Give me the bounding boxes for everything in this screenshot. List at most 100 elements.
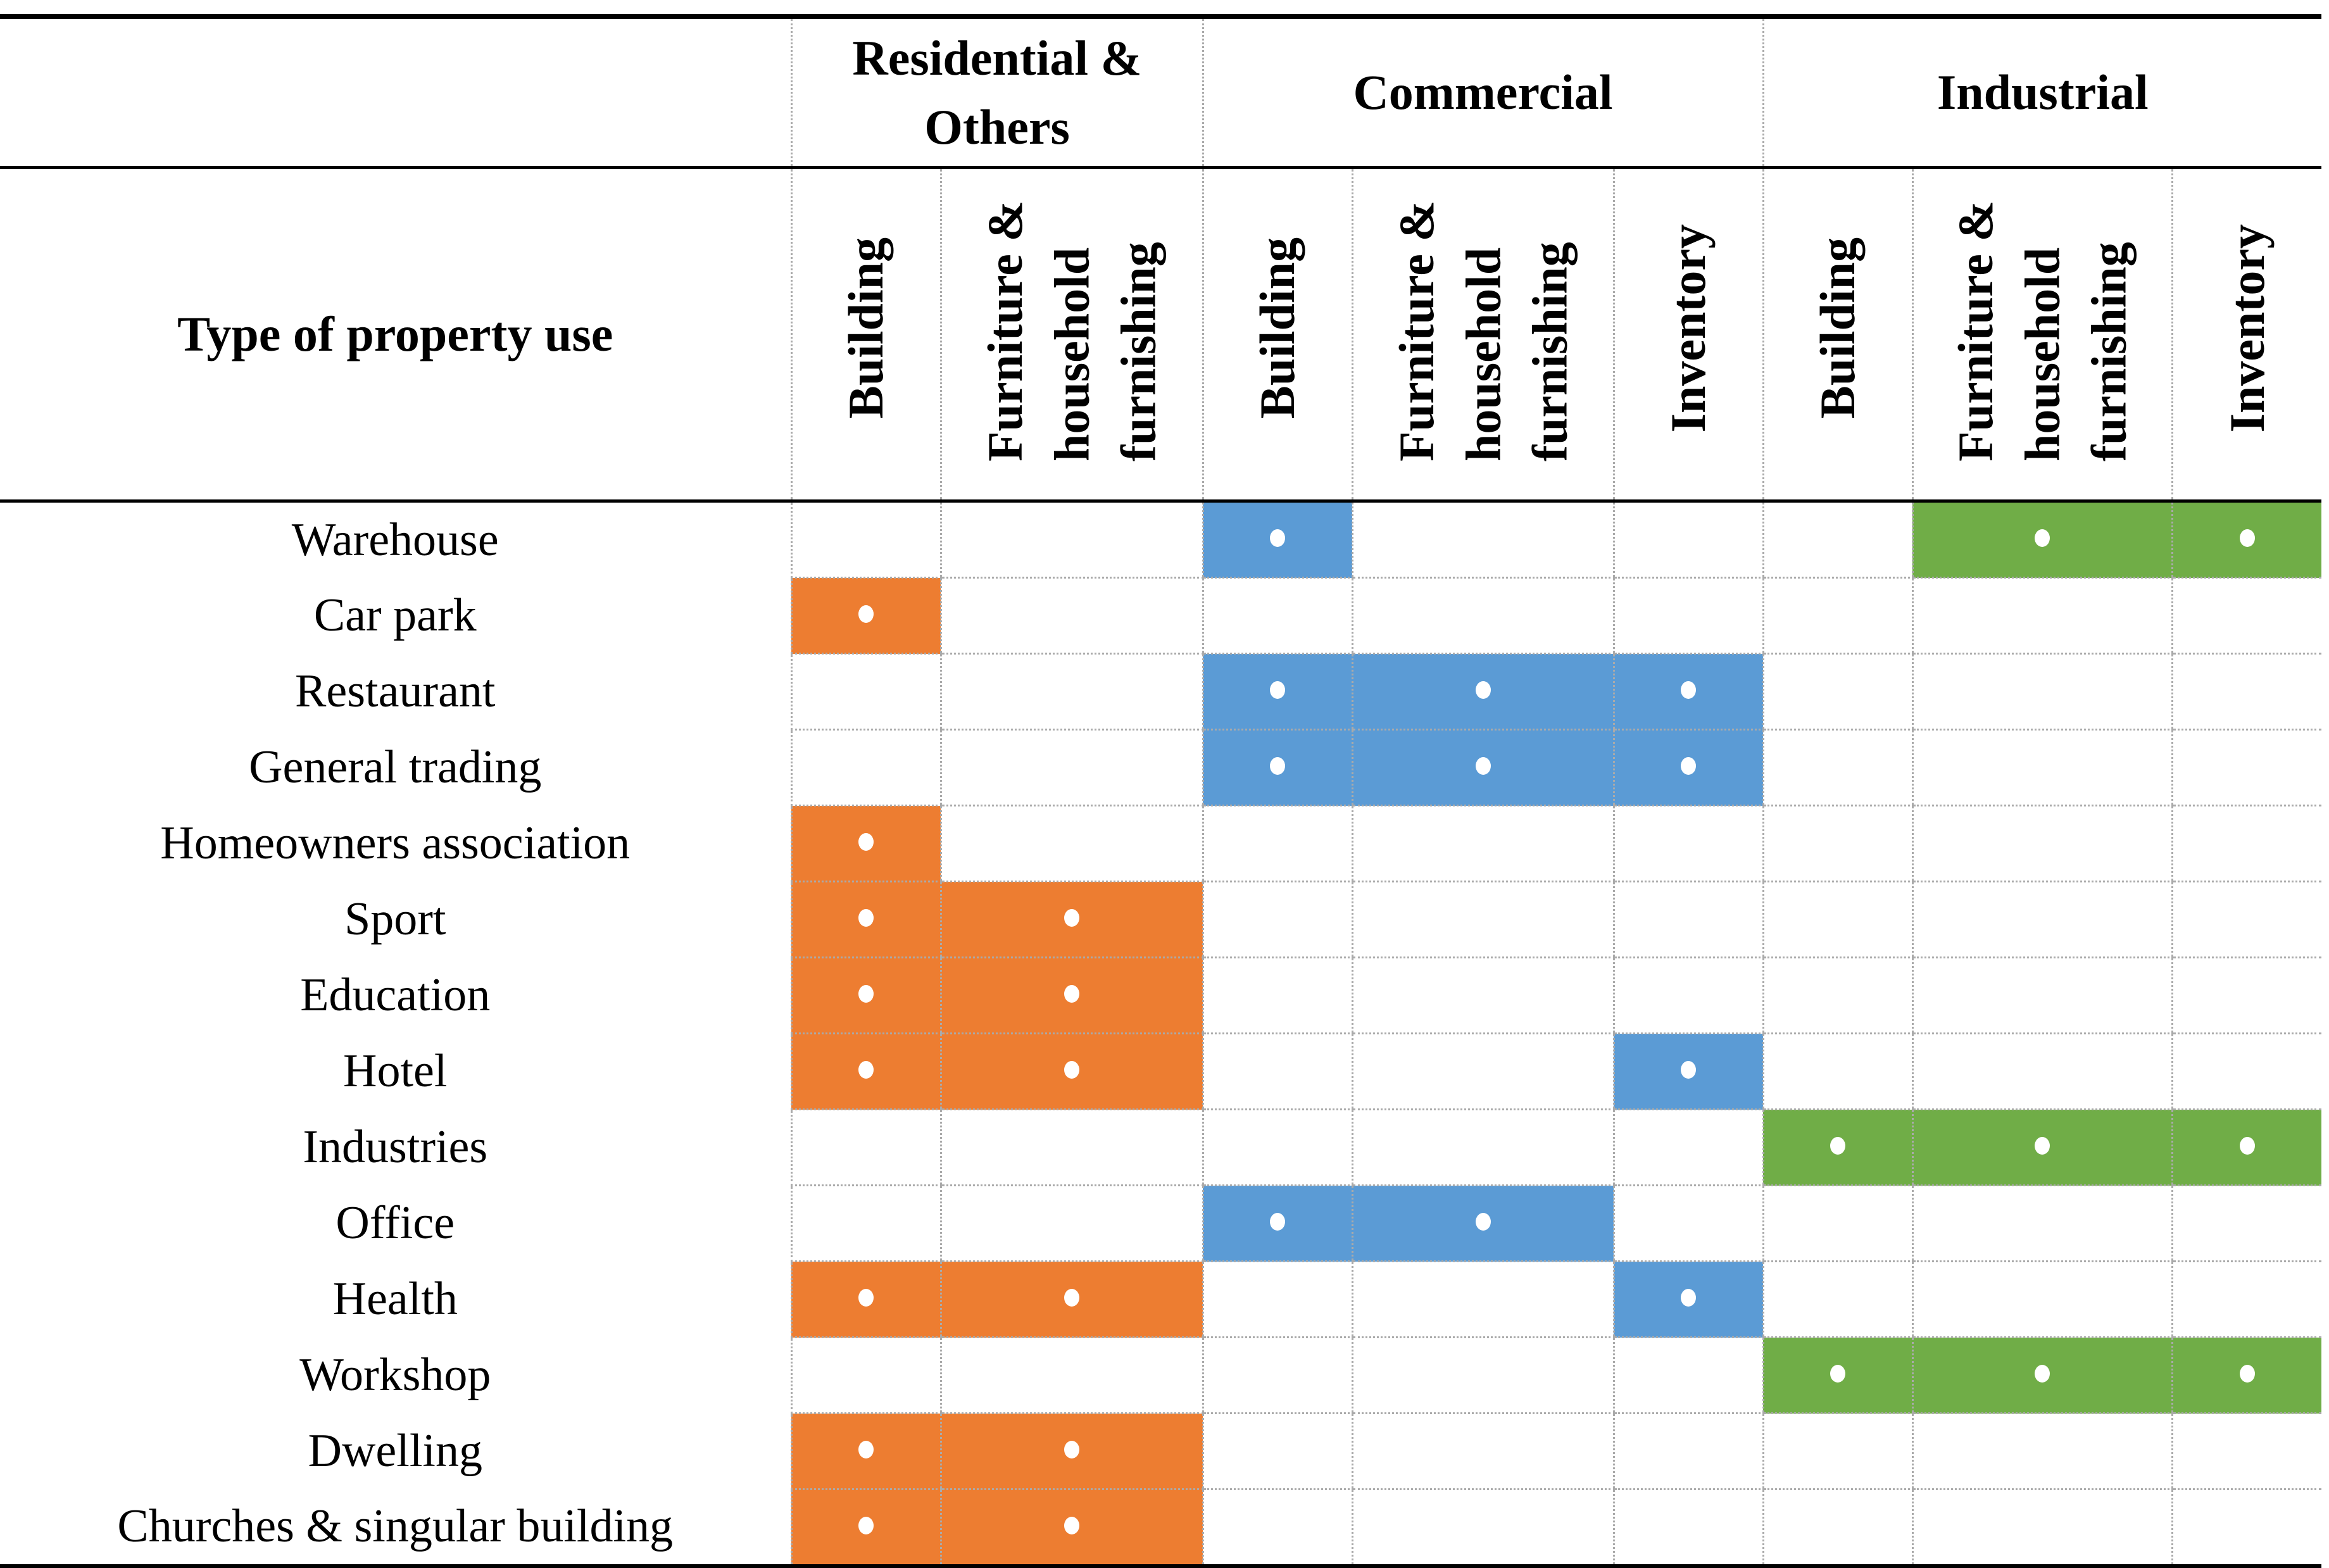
table-row: Churches & singular building (0, 1489, 2322, 1568)
bullet-icon (858, 909, 874, 927)
bullet-icon (858, 1441, 874, 1458)
empty-cell (1762, 805, 1913, 882)
empty-cell (1351, 1033, 1614, 1110)
marked-cell (2171, 1109, 2322, 1186)
bullet-icon (1064, 1441, 1079, 1458)
column-header: Furniture & household furnishing (1911, 167, 2173, 503)
marked-cell (1612, 653, 1764, 731)
corner-cell (0, 14, 791, 169)
empty-cell (1351, 805, 1614, 882)
empty-cell (1762, 729, 1913, 806)
table-row: Hotel (0, 1033, 2322, 1110)
empty-cell (939, 1185, 1203, 1262)
bullet-icon (1681, 757, 1696, 775)
bullet-icon (1064, 1517, 1079, 1534)
bullet-icon (1064, 1061, 1079, 1079)
empty-cell (2171, 1185, 2322, 1262)
column-header: Inventory (2171, 167, 2322, 503)
bullet-icon (858, 985, 874, 1003)
column-header-label: Inventory (2219, 223, 2275, 433)
column-header-label: Building (1250, 237, 1305, 419)
marked-cell (1202, 729, 1352, 806)
empty-cell (939, 805, 1203, 882)
column-header-label: Building (1810, 237, 1866, 419)
empty-cell (939, 577, 1203, 655)
column-header: Furniture & household furnishing (1351, 167, 1614, 503)
marked-cell (939, 881, 1203, 958)
bullet-icon (1475, 1213, 1491, 1231)
bullet-icon (858, 605, 874, 623)
row-label: Hotel (343, 1045, 448, 1097)
bullet-icon (1270, 529, 1285, 547)
empty-cell (1351, 1413, 1614, 1490)
table-row: General trading (0, 729, 2322, 806)
marked-cell (1911, 501, 2173, 579)
empty-cell (790, 1109, 941, 1186)
bullet-icon (858, 1289, 874, 1307)
empty-cell (1351, 1261, 1614, 1338)
marked-cell (1351, 1185, 1614, 1262)
empty-cell (790, 1337, 941, 1414)
marked-cell (1612, 1261, 1764, 1338)
column-header: Building (790, 167, 941, 503)
column-header-label: Furniture & household furnishing (1948, 200, 2137, 461)
table-row: Homeowners association (0, 805, 2322, 882)
empty-cell (1351, 501, 1614, 579)
marked-cell (1911, 1109, 2173, 1186)
bullet-icon (2239, 529, 2255, 547)
empty-cell (939, 1109, 1203, 1186)
empty-cell (1911, 653, 2173, 731)
empty-cell (1911, 1033, 2173, 1110)
empty-cell (1911, 577, 2173, 655)
row-label: Workshop (299, 1349, 491, 1401)
bullet-icon (2035, 1137, 2050, 1155)
marked-cell (1351, 729, 1614, 806)
row-label: Industries (303, 1121, 488, 1173)
empty-cell (939, 501, 1203, 579)
bullet-icon (858, 833, 874, 851)
empty-cell (1911, 957, 2173, 1034)
row-label: Restaurant (295, 665, 496, 717)
marked-cell (790, 577, 941, 655)
marked-cell (2171, 501, 2322, 579)
empty-cell (1762, 501, 1913, 579)
bullet-icon (1064, 909, 1079, 927)
empty-cell (1351, 1489, 1614, 1568)
empty-cell (1202, 805, 1352, 882)
empty-cell (1351, 1337, 1614, 1414)
marked-cell (1762, 1109, 1913, 1186)
row-label: Car park (313, 589, 477, 641)
bullet-icon (1681, 1061, 1696, 1079)
bullet-icon (858, 1517, 874, 1534)
empty-cell (790, 729, 941, 806)
bullet-icon (2239, 1137, 2255, 1155)
empty-cell (1202, 1489, 1352, 1568)
column-header: Building (1762, 167, 1913, 503)
table-row: Dwelling (0, 1413, 2322, 1490)
empty-cell (790, 501, 941, 579)
marked-cell (790, 957, 941, 1034)
column-header: Building (1202, 167, 1352, 503)
empty-cell (2171, 1261, 2322, 1338)
empty-cell (1202, 1413, 1352, 1490)
table-row: Health (0, 1261, 2322, 1338)
empty-cell (1911, 729, 2173, 806)
empty-cell (1612, 1185, 1764, 1262)
column-header: Inventory (1612, 167, 1764, 503)
table-row: Restaurant (0, 653, 2322, 731)
empty-cell (2171, 577, 2322, 655)
table-row: Office (0, 1185, 2322, 1262)
bullet-icon (1270, 1213, 1285, 1231)
empty-cell (1911, 1413, 2173, 1490)
bullet-icon (1270, 757, 1285, 775)
marked-cell (939, 1489, 1203, 1568)
bullet-icon (1064, 985, 1079, 1003)
column-header: Furniture & household furnishing (939, 167, 1203, 503)
bullet-icon (1830, 1137, 1846, 1155)
empty-cell (1911, 805, 2173, 882)
row-label: Churches & singular building (0, 1489, 791, 1568)
empty-cell (790, 1185, 941, 1262)
marked-cell (1911, 1337, 2173, 1414)
bullet-icon (1270, 681, 1285, 699)
empty-cell (1351, 1109, 1614, 1186)
